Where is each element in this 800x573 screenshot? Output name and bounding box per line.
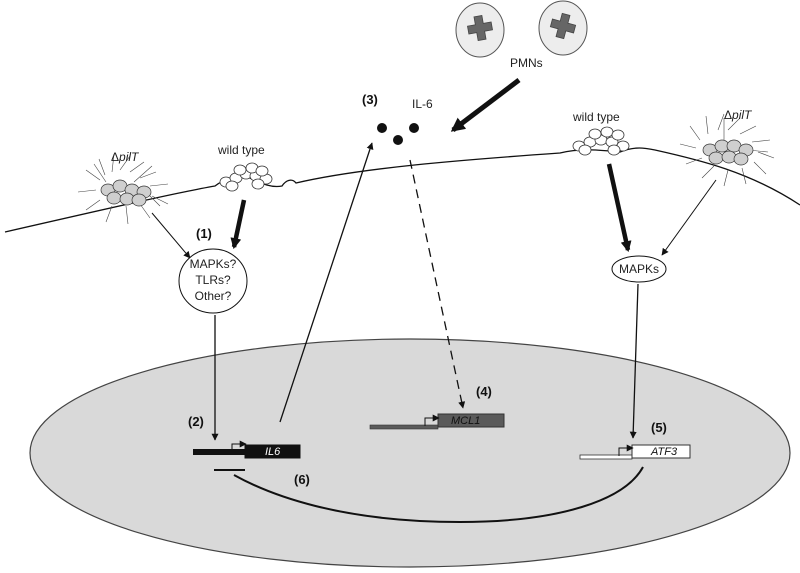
pmn-cell-left [455,2,505,58]
step-3-label: (3) [362,92,378,107]
il6-dot [409,123,419,133]
wildtype-left-label: wild type [217,143,265,157]
right-node-label: MAPKs [619,262,659,276]
pmn-arrow [450,78,521,132]
left-node-line-1: MAPKs? [190,257,237,271]
right-node-to-atf3-arrow [629,283,639,439]
il6-to-mcl1-dashed-arrow [409,159,466,409]
pilT-left-label: ΔpilT [111,150,140,164]
bacteria-pilT-right [679,113,775,187]
atf3-repression-curve [233,466,644,524]
step-5-label: (5) [651,420,667,435]
left-signaling-node [178,248,248,314]
il6-dot [393,135,403,145]
il6-gene-label: IL6 [265,446,281,458]
bacteria-wildtype-left [219,162,273,192]
left-node-line-2: TLRs? [195,273,231,287]
mcl1-gene-label: MCL1 [451,415,480,427]
step-6-label: (6) [294,472,310,487]
step-1-label: (1) [196,226,212,241]
wildtype-right-arrow [606,163,632,253]
il6-gene: IL6 [193,440,301,459]
il6-secretion-arrow [279,142,374,423]
cell-membrane [4,147,800,233]
atf3-gene-label: ATF3 [650,446,678,458]
atf3-gene: ATF3 [579,444,691,460]
bacteria-wildtype-right [572,126,630,156]
pilT-right-label: ΔpilT [724,108,753,122]
right-signaling-node [611,255,667,283]
mcl1-gene: MCL1 [369,413,505,430]
il6-dot [377,123,387,133]
bacteria-pilT-left [77,153,169,225]
pilT-right-arrow [661,179,717,256]
step-2-label: (2) [188,414,204,429]
pmns-label: PMNs [510,56,543,70]
wildtype-right-label: wild type [572,110,620,124]
pmn-cell-right [538,0,588,56]
nucleus [29,338,791,568]
pilT-left-arrow [151,212,191,259]
wildtype-left-arrow [230,199,247,250]
step-4-label: (4) [476,384,492,399]
il6-cytokine-label: IL-6 [412,97,433,111]
left-node-line-3: Other? [195,289,232,303]
